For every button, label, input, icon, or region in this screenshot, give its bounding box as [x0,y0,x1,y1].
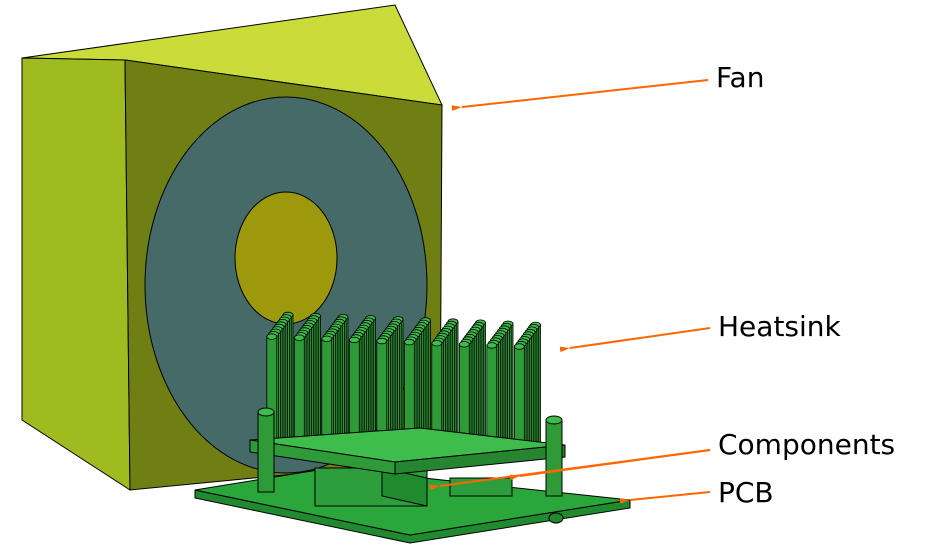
leader-arrows [440,79,711,500]
heatsink-pin [376,337,388,447]
heatsink-pin [513,343,525,447]
pcb-arrow [630,491,711,500]
components-label: Components [718,428,896,461]
heatsink-label: Heatsink [718,310,841,343]
standoff-right [545,415,563,497]
heatsink-pin [348,336,360,447]
heatsink-pin [321,335,333,447]
components [314,467,513,507]
heatsink [249,311,566,497]
standoff-left [257,407,275,493]
pcb-bottom-stud [548,512,564,524]
heatsink-pin-array [266,311,541,447]
heatsink-pin [486,342,498,447]
heatsink-arrow [570,327,711,348]
heatsink-base-side [394,444,566,475]
fan-side-face [21,57,131,491]
fan-hub [234,191,338,325]
pcb-label: PCB [718,476,774,509]
heatsink-pin [458,341,470,447]
fan-label: Fan [716,61,765,94]
heatsink-pin [293,334,305,447]
fan-arrow [462,79,709,107]
component-block-main-side [381,467,428,507]
components-arrow-2 [520,449,711,476]
